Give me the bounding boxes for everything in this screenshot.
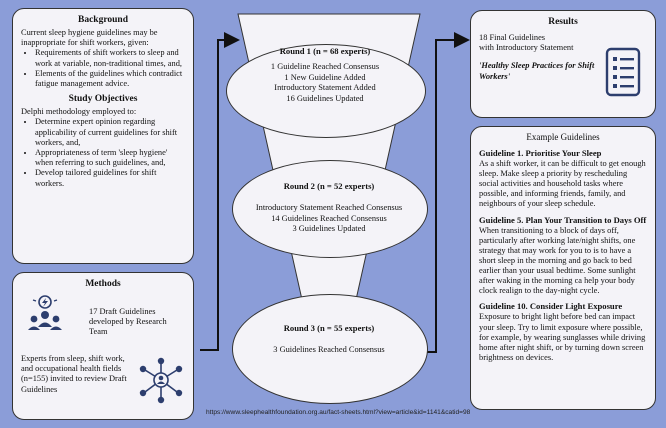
round-1-ellipse	[226, 44, 426, 138]
round-3: Round 3 (n = 55 experts) 3 Guidelines Re…	[236, 323, 422, 356]
checklist-icon	[605, 47, 641, 97]
round3-to-results-arrow	[420, 32, 470, 353]
round-1-line: Introductory Statement Added	[274, 83, 376, 93]
guideline-body: When transitioning to a block of days of…	[479, 225, 636, 296]
methods-item-2: Experts from sleep, shift work, and occu…	[21, 354, 127, 394]
objective-item: Develop tailored guidelines for shift wo…	[35, 168, 185, 188]
round-2: Round 2 (n = 52 experts) Introductory St…	[236, 181, 422, 235]
results-panel: Results 18 Final Guidelines with Introdu…	[470, 10, 656, 118]
background-bullet: Elements of the guidelines which contrad…	[35, 69, 185, 89]
guideline-heading: Guideline 5. Plan Your Transition to Day…	[479, 214, 647, 225]
methods-panel: Methods 17 Draft Guidelines developed by…	[12, 272, 194, 420]
background-panel: Background Current sleep hygiene guideli…	[12, 8, 194, 264]
example-guidelines-panel: Example Guidelines Guideline 1. Prioriti…	[470, 126, 656, 410]
round-2-ellipse	[232, 160, 428, 258]
network-icon	[135, 355, 187, 405]
guideline-body: Exposure to bright light before bed can …	[479, 312, 646, 362]
round-2-line: 14 Guidelines Reached Consensus	[271, 213, 387, 223]
guideline-body: As a shift worker, it can be difficult t…	[479, 159, 646, 209]
round-1-line: 1 New Guideline Added	[284, 72, 366, 82]
guideline-item: Guideline 10. Consider Light Exposure Ex…	[479, 301, 647, 363]
objectives-list: Determine expert opinion regarding appli…	[21, 117, 185, 188]
guideline-heading: Guideline 1. Prioritise Your Sleep	[479, 148, 602, 158]
round-2-line: Introductory Statement Reached Consensus	[255, 203, 403, 213]
round-2-line: 3 Guidelines Updated	[292, 224, 366, 234]
results-quote: 'Healthy Sleep Practices for Shift Worke…	[479, 61, 595, 81]
guideline-heading: Guideline 10. Consider Light Exposure	[479, 301, 623, 312]
round-3-line: 3 Guidelines Reached Consensus	[273, 345, 385, 355]
results-line-2: with Introductory Statement	[479, 43, 574, 53]
methods-title: Methods	[85, 279, 121, 289]
guideline-item: Guideline 1. Prioritise Your Sleep As a …	[479, 148, 647, 210]
objectives-intro: Delphi methodology employed to:	[21, 107, 137, 117]
background-list: Requirements of shift workers to sleep a…	[21, 48, 185, 89]
round-3-ellipse	[232, 294, 428, 404]
background-intro: Current sleep hygiene guidelines may be …	[21, 28, 158, 48]
source-url: https://www.sleephealthfoundation.org.au…	[206, 409, 471, 416]
results-line-1: 18 Final Guidelines	[479, 33, 546, 42]
objective-item: Appropriateness of term 'sleep hygiene' …	[35, 148, 185, 168]
round-1: Round 1 (n = 68 experts) 1 Guideline Rea…	[236, 46, 414, 104]
objective-item: Determine expert opinion regarding appli…	[35, 117, 185, 148]
round-1-title: Round 1 (n = 68 experts)	[279, 46, 371, 56]
research-team-icon	[27, 295, 63, 335]
round-3-title: Round 3 (n = 55 experts)	[283, 323, 375, 333]
background-title: Background	[78, 15, 128, 25]
round-2-title: Round 2 (n = 52 experts)	[283, 181, 375, 191]
examples-title: Example Guidelines	[526, 132, 600, 142]
objectives-title: Study Objectives	[68, 94, 138, 105]
results-title: Results	[548, 17, 578, 27]
methods-item-1: 17 Draft Guidelines developed by Researc…	[89, 307, 167, 337]
round-1-line: 1 Guideline Reached Consensus	[270, 62, 380, 72]
background-bullet: Requirements of shift workers to sleep a…	[35, 48, 185, 68]
guideline-item: Guideline 5. Plan Your Transition to Day…	[479, 215, 647, 297]
round-1-line: 16 Guidelines Updated	[286, 93, 364, 103]
